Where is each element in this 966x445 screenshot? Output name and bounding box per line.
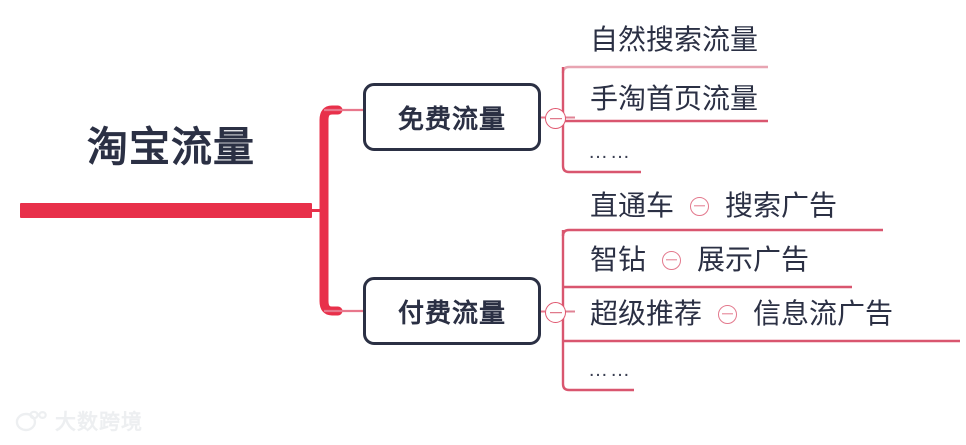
leaf-label: 自然搜索流量 [590,24,759,55]
leaf-label: 超级推荐 [590,298,703,329]
leaf-child-label: 信息流广告 [753,298,894,329]
leaf-node[interactable]: 超级推荐 信息流广告 [590,300,893,328]
leaf-label: …… [588,141,632,163]
branch-bracket [319,105,343,316]
leaf-node[interactable]: 智钻 展示广告 [590,246,809,274]
paid-leaf-spine-top [561,228,883,237]
leaf-child-label: 搜索广告 [725,190,838,221]
watermark-text: 大数跨境 [55,411,143,434]
leaf-node[interactable]: 手淘首页流量 [590,85,758,113]
collapse-minus-icon[interactable] [690,196,710,216]
paw-logo-icon [15,410,47,432]
leaf-node-ellipsis[interactable]: …… [588,142,632,162]
leaf-label: 手淘首页流量 [590,83,759,114]
branch-label-paid-traffic: 付费流量 [397,297,506,328]
branch-label-free-traffic: 免费流量 [397,103,506,134]
collapse-minus-icon[interactable] [662,250,682,270]
root-node-label: 淘宝流量 [87,124,255,170]
root-bar [20,203,312,218]
leaf-label: …… [588,359,632,381]
leaf-child-label: 展示广告 [697,244,810,275]
watermark: 大数跨境 [14,406,143,436]
branch-node-free-traffic[interactable]: 免费流量 [363,83,541,151]
leaf-label: 直通车 [590,190,675,221]
leaf-node[interactable]: 直通车 搜索广告 [590,192,837,220]
leaf-label: 智钻 [590,244,647,275]
collapse-minus-icon[interactable] [718,304,738,324]
leaf-node[interactable]: 自然搜索流量 [590,26,758,54]
branch-node-paid-traffic[interactable]: 付费流量 [363,277,541,345]
collapse-minus-icon-free-traffic[interactable] [545,108,566,129]
free-leaf-spine [561,65,768,74]
leaf-node-ellipsis[interactable]: …… [588,360,632,380]
collapse-minus-icon-paid-traffic[interactable] [545,302,566,323]
